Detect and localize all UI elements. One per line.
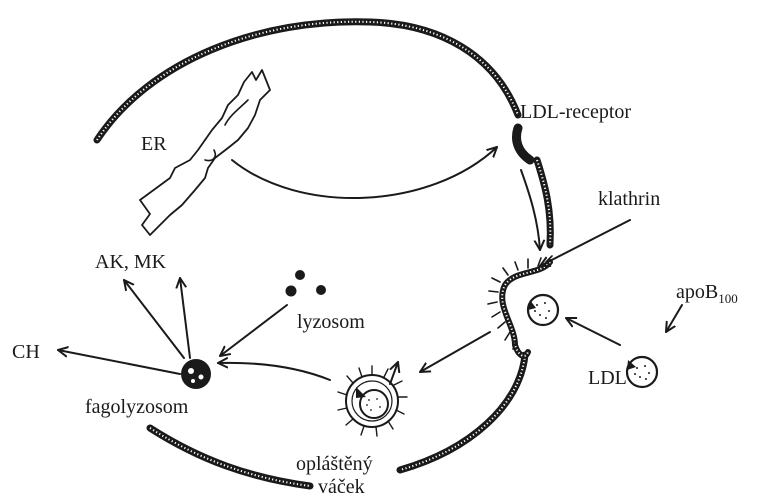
arrow-to-ch [58, 350, 180, 374]
label-ldl: LDL [588, 367, 627, 389]
arrow-vesicle-to-phagolysosome [218, 363, 330, 380]
label-klathrin: klathrin [598, 188, 660, 210]
label-oplasteny: opláštěný [296, 453, 373, 475]
label-apob100: apoB100 [676, 281, 738, 306]
arrow-ldl-to-pit [566, 318, 620, 345]
membrane-upper-arc [97, 22, 518, 140]
arrow-pit-to-vesicle [420, 332, 490, 372]
arrow-er-to-receptor [232, 147, 497, 198]
arrow-to-mk [180, 278, 190, 358]
label-ldl-receptor: LDL-receptor [520, 101, 631, 123]
arrow-to-ak [124, 280, 184, 358]
arrow-lysosome-to-phagolysosome [220, 305, 287, 356]
phagolysosome [181, 359, 211, 389]
label-fagolyzosom: fagolyzosom [85, 396, 189, 418]
label-ak-mk: AK, MK [95, 251, 167, 273]
arrow-apob-to-ldl [666, 305, 682, 332]
label-vacek: váček [318, 476, 365, 498]
clathrin-coated-pit [488, 256, 552, 356]
ldl-particle-in-pit [528, 295, 558, 325]
label-apob-subscript: 100 [718, 291, 738, 306]
arrow-receptor-to-pit [521, 170, 540, 250]
arrow-vesicle-recycle [390, 362, 398, 384]
free-ldl-particle [627, 357, 657, 387]
label-lyzosom: lyzosom [297, 311, 365, 333]
membrane-bottom-arc [150, 428, 310, 486]
coated-vesicle [338, 366, 407, 436]
label-er: ER [141, 133, 167, 155]
lysosome-dots [286, 270, 327, 297]
membrane-lower-right-arc [400, 355, 525, 470]
label-ch: CH [12, 341, 40, 363]
ldl-receptor-mark [517, 128, 531, 160]
label-apob: apoB [676, 281, 718, 303]
